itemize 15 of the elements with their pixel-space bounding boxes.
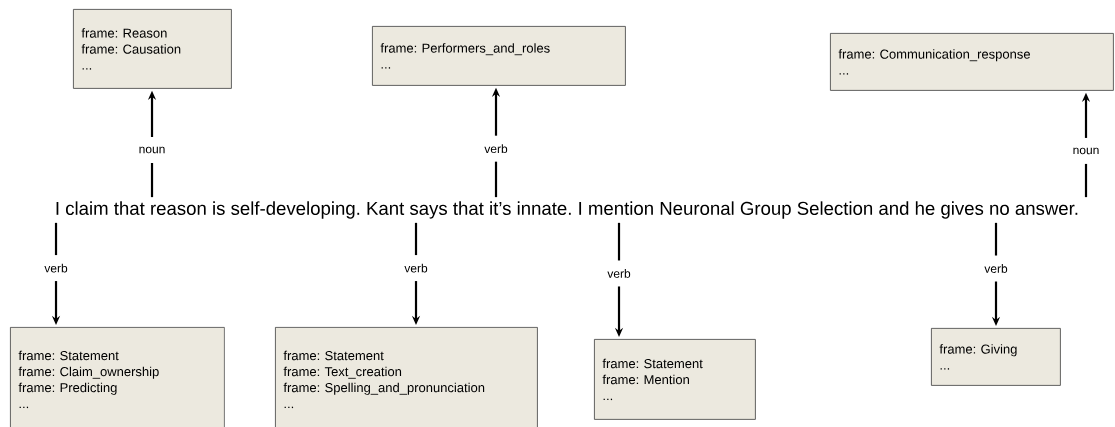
- frame-box: frame: Reason frame: Causation ...: [73, 9, 232, 89]
- edge-label: noun: [1070, 137, 1102, 164]
- edge-label: verb: [482, 135, 510, 162]
- frame-box: frame: Communication_response ...: [830, 33, 1114, 91]
- frame-box: frame: Statement frame: Claim_ownership frame: Predicting ...: [10, 327, 225, 427]
- edge-label: verb: [42, 255, 70, 282]
- edge-label: verb: [605, 260, 633, 287]
- frame-box: frame: Statement frame: Text_creation frame: Spelling_and_pronunciation ...: [275, 327, 538, 427]
- edge-label: noun: [136, 137, 168, 164]
- edge-label: verb: [982, 255, 1010, 282]
- frame-box: frame: Statement frame: Mention ...: [594, 339, 756, 420]
- frame-box: frame: Giving ...: [931, 328, 1061, 386]
- frame-box: frame: Performers_and_roles ...: [372, 26, 626, 86]
- sentence: I claim that reason is self-developing. Kant says that it’s innate. I mention Neuronal Group Selection and he gives no answer.: [56, 201, 1078, 219]
- edge-label: verb: [402, 255, 430, 282]
